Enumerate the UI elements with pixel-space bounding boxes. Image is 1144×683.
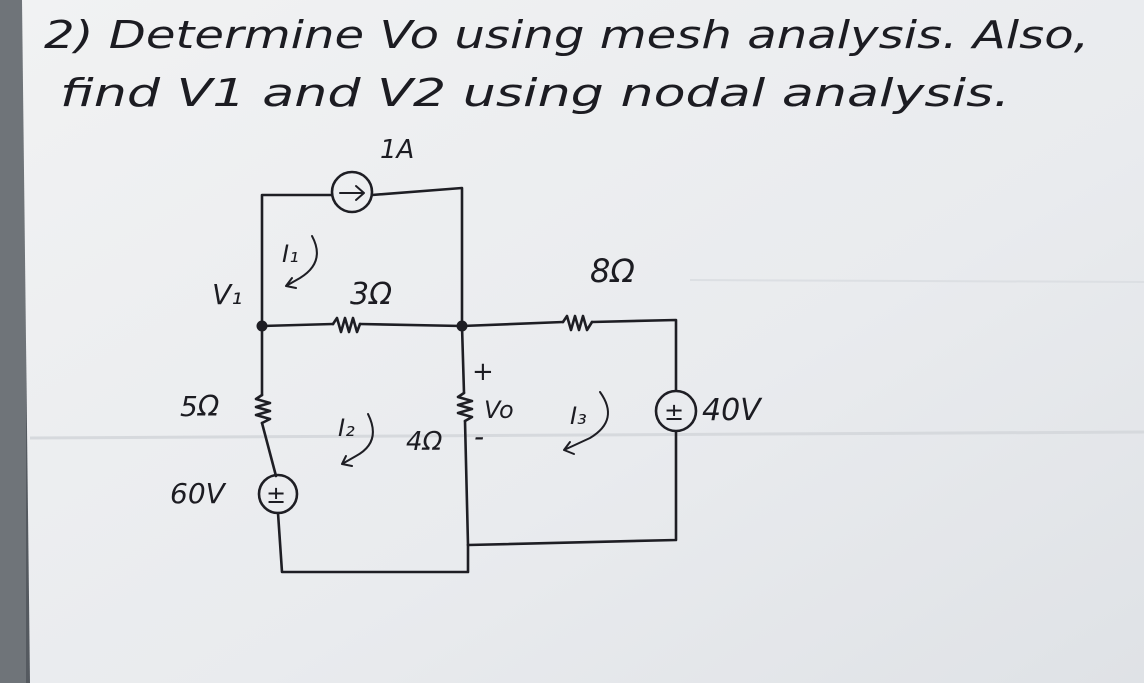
- label-60v: 60V: [170, 477, 227, 510]
- vo-plus: +: [472, 357, 494, 387]
- wire-left-bottom: [276, 511, 470, 574]
- vo-label: Vo: [484, 396, 514, 424]
- mesh-i3-arrow: [563, 391, 609, 455]
- label-node-v1: V₁: [212, 278, 242, 311]
- mesh-i1-arrow: [285, 235, 318, 289]
- vo-minus: -: [474, 420, 484, 453]
- mesh-current-i2: I₂: [338, 414, 355, 442]
- label-r-8ohm: 8Ω: [590, 252, 635, 290]
- label-r-4ohm: 4Ω: [406, 427, 443, 457]
- label-r-5ohm: 5Ω: [180, 390, 220, 423]
- mesh-current-i1: I₁: [282, 240, 299, 268]
- wire-top-loop: [260, 186, 464, 328]
- wire-right-branch: [466, 430, 678, 547]
- wire-mid-lower: [463, 419, 470, 547]
- resistor-8ohm: [561, 314, 594, 332]
- problem-line-2: find V1 and V2 using nodal analysis.: [60, 71, 1010, 115]
- wire-3ohm-left: [260, 322, 335, 328]
- wire-3ohm-right: [358, 322, 464, 328]
- current-source: [330, 170, 374, 214]
- voltage-source-40v: [654, 389, 698, 433]
- right-arrow-icon: [339, 185, 365, 201]
- problem-line-1: 2) Determine Vo using mesh analysis. Als…: [44, 13, 1089, 57]
- mesh-i2-arrow: [341, 413, 374, 467]
- node-v1: [256, 320, 268, 332]
- paper-sheet: [22, 0, 1144, 683]
- label-r-3ohm: 3Ω: [350, 277, 392, 312]
- resistor-5ohm: [254, 393, 272, 425]
- paper-fold: [29, 430, 1144, 440]
- current-source-label: 1A: [380, 135, 414, 165]
- wire-8ohm-right: [590, 318, 678, 392]
- source-sign-40v: ±: [664, 398, 684, 426]
- source-sign-60v: ±: [266, 481, 286, 509]
- paper-fold: [689, 279, 1144, 283]
- mesh-current-i3: I₃: [570, 402, 587, 430]
- wire-left-lower: [260, 421, 278, 478]
- wire-mid-upper: [460, 324, 466, 395]
- resistor-4ohm: [456, 391, 474, 423]
- side-strip: [0, 0, 26, 683]
- voltage-source-60v: [257, 473, 299, 515]
- resistor-3ohm: [331, 316, 362, 334]
- wire-8ohm-left: [460, 320, 565, 328]
- label-40v: 40V: [702, 393, 763, 428]
- node-v2: [456, 320, 468, 332]
